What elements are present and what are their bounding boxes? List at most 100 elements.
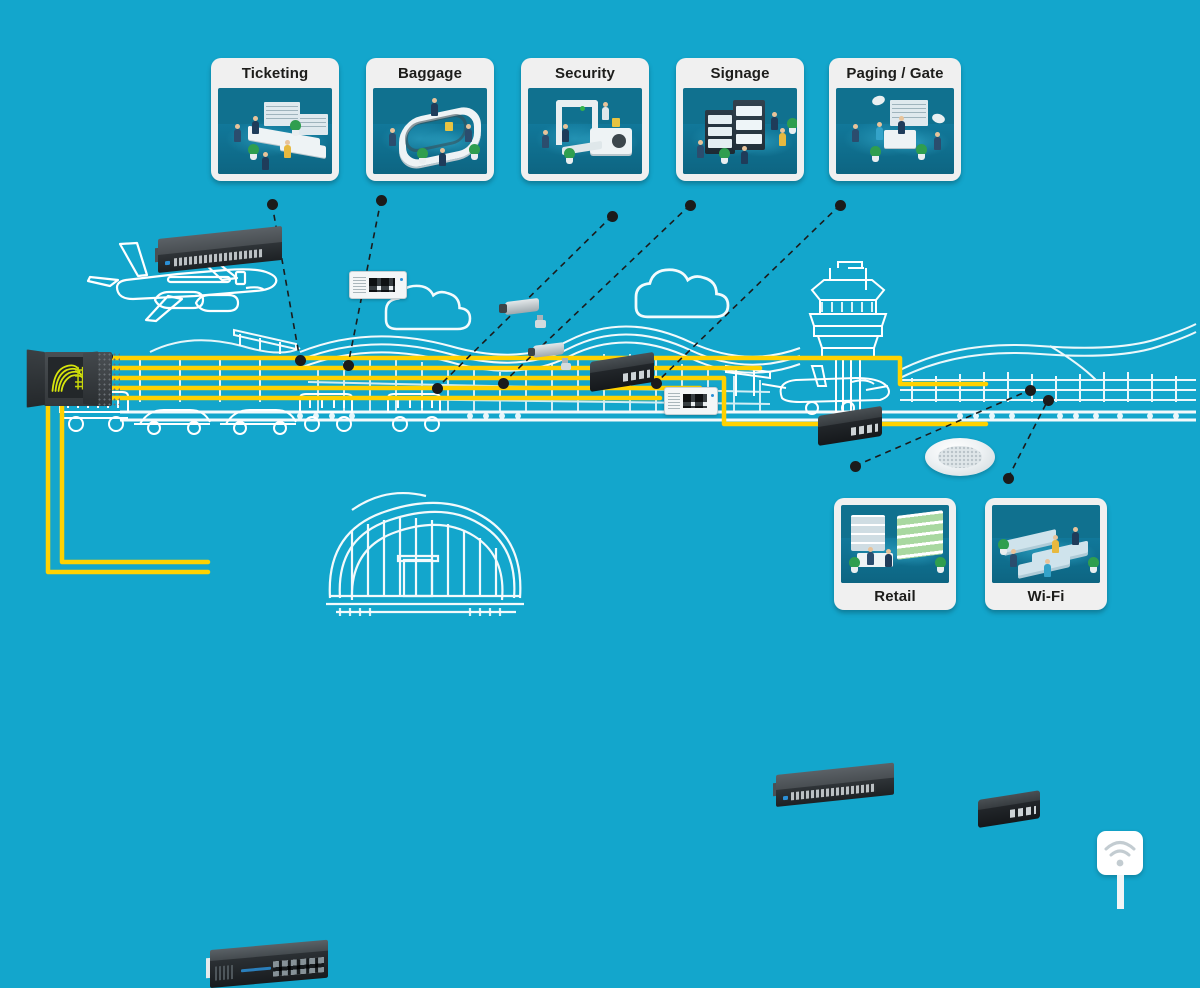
thumb-security (528, 88, 642, 174)
ticketing-rack-switch[interactable] (155, 225, 282, 273)
plant-2 (935, 557, 946, 573)
plant-1 (719, 148, 730, 164)
link-retail (854, 389, 1031, 467)
link-node-ticketing-device (267, 199, 278, 210)
ceiling-speaker[interactable] (925, 438, 995, 476)
thumb-wifi (992, 505, 1100, 583)
diagram-canvas: Ticketing (26, 58, 1197, 988)
thumb-paging-gate (836, 88, 954, 174)
plant-1 (248, 144, 259, 160)
link-node-signage-device (685, 200, 696, 211)
signage-tower-1 (705, 110, 735, 154)
wireless-access-point[interactable] (1097, 831, 1143, 909)
ethernet-ports (623, 369, 651, 382)
ethernet-ports (174, 248, 264, 267)
car-2 (220, 409, 297, 435)
link-node-retail-device (850, 461, 861, 472)
camera-lens (498, 304, 507, 313)
status-led (399, 278, 403, 282)
link-node-wifi-device (1003, 473, 1014, 484)
cabinet-mesh-panel (96, 351, 121, 407)
camera-wall-mount (535, 320, 546, 328)
ap-mast (1116, 875, 1124, 909)
link-node-wifi-terminal (1043, 395, 1054, 406)
plant-1 (417, 148, 428, 164)
card-baggage[interactable]: Baggage (366, 58, 494, 181)
security-desktop-switch[interactable] (590, 351, 654, 392)
plant-1 (998, 539, 1009, 555)
card-title-ticketing: Ticketing (241, 65, 309, 82)
card-title-paging-gate: Paging / Gate (846, 65, 944, 82)
ethernet-ports (1010, 806, 1037, 818)
wifi-desktop-switch[interactable] (978, 790, 1040, 828)
gate-podium (884, 130, 916, 148)
card-paging-gate[interactable]: Paging / Gate (829, 58, 961, 181)
security-camera-1[interactable] (498, 298, 546, 328)
paging-desktop-switch[interactable] (818, 405, 882, 446)
card-title-retail: Retail (874, 588, 916, 605)
parked-aircraft (725, 364, 890, 415)
speaker-grille (937, 445, 983, 469)
retail-shelf-left (851, 515, 885, 551)
cabinet-door-left[interactable] (26, 349, 45, 408)
plant-2 (469, 144, 480, 160)
wifi-signal-icon (1104, 841, 1136, 867)
ceiling-speaker-thumb-2 (931, 112, 946, 125)
camera-housing (533, 342, 564, 359)
din-rail-vents (352, 276, 367, 294)
link-node-security-terminal (432, 383, 443, 394)
baggage-industrial-switch[interactable] (349, 271, 407, 299)
thumb-signage (683, 88, 797, 174)
link-node-security-device (607, 211, 618, 222)
link-node-paging-device (835, 200, 846, 211)
retail-rack-switch[interactable] (773, 762, 894, 807)
ethernet-ports (851, 423, 879, 436)
plant-1 (564, 148, 575, 164)
core-fiber-cabinet[interactable] (26, 348, 124, 410)
din-rail-vents (667, 392, 681, 410)
datacenter-firewall[interactable] (206, 939, 328, 988)
retail-shelf-right (897, 510, 943, 560)
link-node-retail-terminal (1025, 385, 1036, 396)
link-paging (655, 204, 841, 384)
status-led (165, 261, 171, 266)
ethernet-ports (682, 393, 707, 408)
camera-wall-mount (561, 362, 571, 370)
suitcase-1 (445, 122, 453, 131)
cabinet-door-right[interactable] (82, 351, 98, 406)
camera-lens (527, 347, 535, 356)
ethernet-ports (369, 277, 395, 292)
xray-port (612, 134, 626, 148)
card-title-wifi: Wi-Fi (1027, 588, 1065, 605)
card-ticketing[interactable]: Ticketing (211, 58, 339, 181)
gate-display (890, 100, 928, 126)
plant-1 (849, 557, 860, 573)
suitcase-1 (612, 118, 620, 127)
card-title-security: Security (555, 65, 615, 82)
sfp-ports (272, 957, 325, 977)
plant-2 (290, 120, 301, 136)
card-retail[interactable]: Retail (834, 498, 956, 610)
link-node-baggage-device (376, 195, 387, 206)
metal-detector-gate (556, 100, 598, 145)
admin-building (326, 492, 524, 616)
brand-plate (240, 966, 272, 974)
status-led (783, 795, 789, 801)
card-title-baggage: Baggage (397, 65, 463, 82)
plant-2 (787, 118, 797, 134)
card-title-signage: Signage (710, 65, 770, 82)
thumb-retail (841, 505, 949, 583)
link-node-paging-terminal (651, 378, 662, 389)
card-security[interactable]: Security (521, 58, 649, 181)
plant-1 (870, 146, 881, 162)
card-signage[interactable]: Signage (676, 58, 804, 181)
car-1 (134, 409, 211, 435)
signage-industrial-switch[interactable] (664, 387, 718, 415)
plant-2 (916, 144, 927, 160)
ticket-display-2 (298, 114, 328, 135)
plant-2 (1088, 557, 1099, 573)
thumb-ticketing (218, 88, 332, 174)
security-camera-2[interactable] (527, 342, 571, 370)
ventilation-grille (214, 965, 234, 981)
card-wifi[interactable]: Wi-Fi (985, 498, 1107, 610)
